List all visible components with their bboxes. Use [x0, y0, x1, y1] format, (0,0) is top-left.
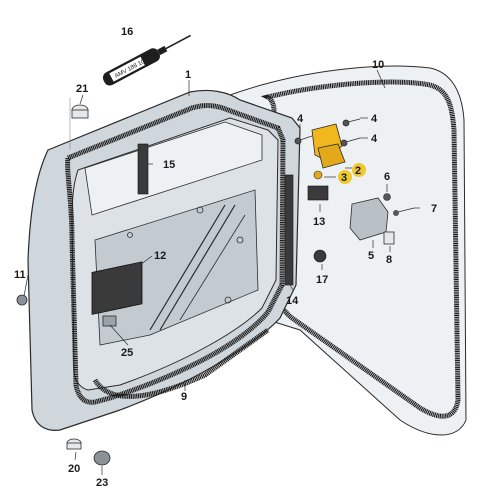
- plug-23: [93, 450, 111, 466]
- part-17: [313, 249, 327, 263]
- callout-17: 17: [316, 274, 328, 286]
- part-8: [383, 231, 395, 245]
- part-25: [102, 315, 117, 327]
- part-13: [307, 185, 329, 201]
- callout-4c: 4: [371, 133, 378, 145]
- plug-20: [66, 438, 82, 450]
- highlight-3: [338, 170, 352, 184]
- callout-5: 5: [368, 250, 374, 262]
- insulation-pad-12: [91, 261, 143, 315]
- callout-10: 10: [372, 59, 384, 71]
- callout-4b: 4: [371, 113, 378, 125]
- callout-16: 16: [121, 26, 133, 38]
- callout-15: 15: [163, 159, 175, 171]
- bolt-7: [393, 207, 415, 216]
- part-15: [137, 143, 149, 195]
- door-seal-9: [92, 327, 270, 399]
- callout-8: 8: [386, 254, 392, 266]
- callout-4a: 4: [297, 113, 304, 125]
- callout-21: 21: [76, 83, 88, 95]
- callout-3: 3: [341, 172, 347, 184]
- hinge-assembly: [311, 123, 346, 180]
- part-14: [284, 174, 294, 286]
- plug-21: [71, 104, 89, 119]
- callout-12: 12: [154, 250, 166, 262]
- bolts-4: [294, 118, 361, 147]
- callout-9: 9: [181, 391, 187, 403]
- tube-16: AMV 188 101: [102, 34, 192, 86]
- callout-13: 13: [313, 216, 325, 228]
- callout-7: 7: [431, 203, 437, 215]
- callout-2: 2: [355, 165, 361, 177]
- clip-11: [16, 294, 28, 306]
- callout-25: 25: [121, 347, 133, 359]
- callout-14: 14: [286, 295, 299, 307]
- highlight-2: [352, 163, 366, 177]
- callout-20: 20: [68, 463, 80, 475]
- callout-6: 6: [384, 171, 390, 183]
- door-seal-1: [65, 103, 286, 405]
- callouts: 1 2 3 4 4 4 5 6 7 8 9 10 11 12 13 14 15 …: [14, 26, 437, 489]
- callout-11: 11: [14, 269, 26, 281]
- body-seal-10: [260, 79, 461, 419]
- callout-23: 23: [96, 477, 108, 489]
- callout-1: 1: [185, 69, 191, 81]
- bolt-6: [383, 193, 391, 201]
- leader-lines: [23, 69, 420, 475]
